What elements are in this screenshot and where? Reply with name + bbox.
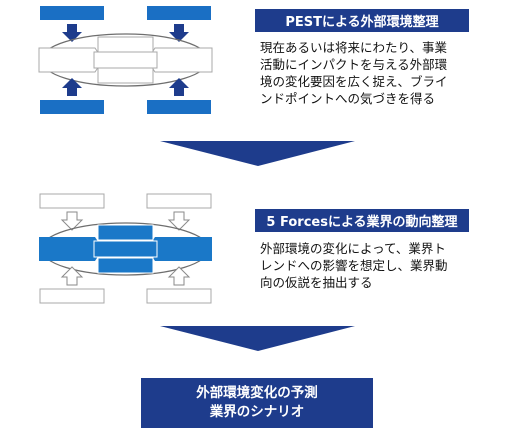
- pest-center-bottom: [97, 67, 154, 84]
- pest-diagram: [38, 6, 213, 114]
- ff-center-middle: [93, 240, 158, 258]
- five-forces-diagram: [39, 193, 212, 304]
- ff-down-arrow-left: [60, 211, 84, 231]
- ff-top-right-box: [146, 193, 212, 209]
- ff-center-top: [97, 224, 154, 241]
- five-forces-title: 5 Forcesによる業界の動向整理: [255, 209, 469, 232]
- flow-chevron-1: [160, 141, 355, 166]
- pest-down-arrow-right: [169, 24, 189, 42]
- pest-left-arrow: [38, 47, 104, 73]
- ff-bottom-right-box: [146, 288, 212, 304]
- pest-center-top: [97, 36, 154, 53]
- flow-chevron-2: [160, 326, 355, 351]
- pest-center-middle: [93, 51, 158, 69]
- pest-up-arrow-left: [62, 78, 82, 96]
- pest-top-left-box: [40, 6, 104, 20]
- result-box: 外部環境変化の予測 業界のシナリオ: [141, 378, 373, 428]
- ff-bottom-left-box: [39, 288, 105, 304]
- pest-bottom-right-box: [147, 100, 211, 114]
- ff-center-bottom: [97, 257, 154, 274]
- ff-left-arrow: [39, 237, 103, 261]
- pest-down-arrow-left: [62, 24, 82, 42]
- pest-description: 現在あるいは将来にわたり、事業 活動にインパクトを与える外部環 境の変化要因を広…: [260, 40, 448, 106]
- ff-up-arrow-right: [167, 266, 191, 286]
- ff-right-arrow: [147, 237, 212, 261]
- ff-up-arrow-left: [60, 266, 84, 286]
- pest-bottom-left-box: [40, 100, 104, 114]
- five-forces-description: 外部環境の変化によって、業界ト レンドへの影響を想定し、業界動 向の仮説を抽出す…: [260, 241, 448, 290]
- result-line-2: 業界のシナリオ: [209, 404, 305, 420]
- ff-down-arrow-right: [167, 211, 191, 231]
- result-line-1: 外部環境変化の予測: [196, 385, 318, 401]
- ff-top-left-box: [39, 193, 105, 209]
- pest-top-right-box: [147, 6, 211, 20]
- pest-up-arrow-right: [169, 78, 189, 96]
- pest-title: PESTによる外部環境整理: [255, 9, 469, 32]
